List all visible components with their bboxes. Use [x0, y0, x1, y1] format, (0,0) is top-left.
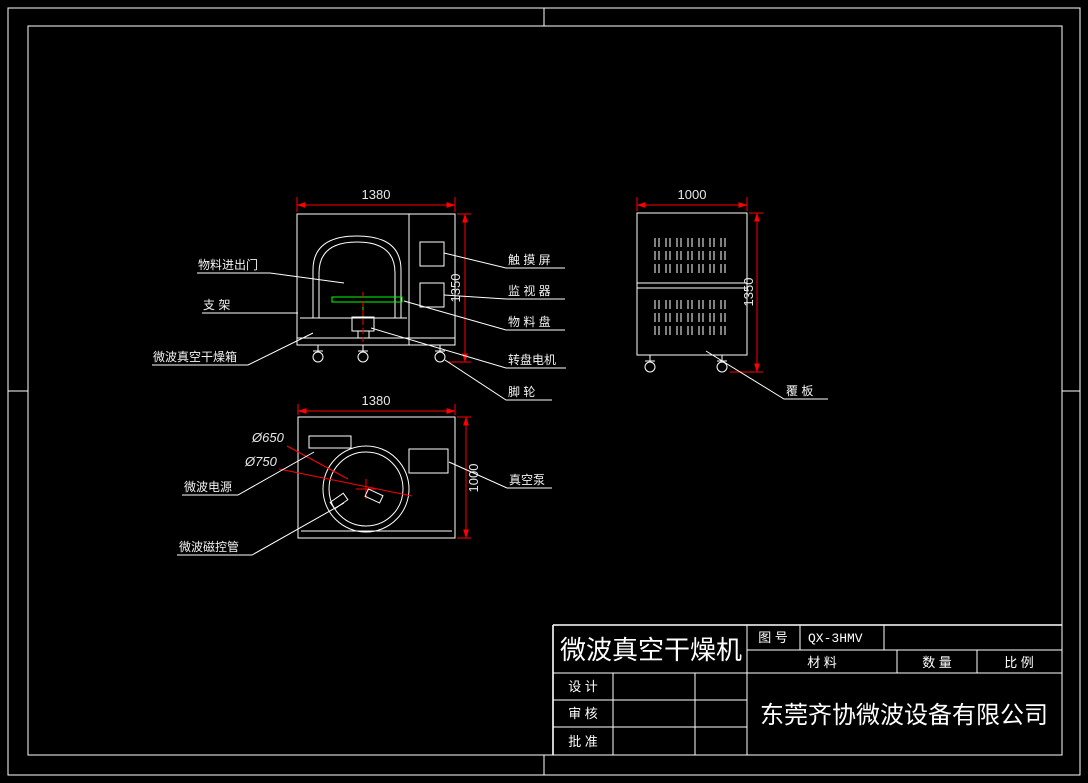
label-monitor: 监 视 器 [508, 283, 551, 298]
top-width-dimension: 1380 [297, 393, 456, 415]
caster-wheel [644, 354, 656, 373]
side-callouts: 覆 板 [705, 350, 828, 400]
label-microwave-power: 微波电源 [184, 480, 232, 494]
leader-door [197, 272, 345, 284]
leader-tray [403, 300, 565, 331]
material-tray [331, 296, 403, 303]
scale-label: 比 例 [1004, 655, 1034, 670]
magnetron-2 [364, 488, 384, 504]
label-caster: 脚 轮 [508, 384, 535, 399]
side-view: 1000 1350 覆 板 [636, 187, 828, 400]
leader-monitor [443, 294, 565, 300]
top-callouts: Ø650 Ø750 微波电源 微波磁控管 真空泵 [177, 430, 552, 556]
dim-top-width: 1380 [362, 393, 391, 408]
front-width-dimension: 1380 [296, 187, 456, 212]
label-touch-screen: 触 摸 屏 [508, 253, 551, 267]
monitor-screen [419, 282, 445, 308]
company-name: 东莞齐协微波设备有限公司 [760, 702, 1048, 729]
design-label: 设 计 [568, 679, 598, 694]
drawing-no-value: QX-3HMV [808, 631, 863, 646]
drawing-title: 微波真空干燥机 [560, 635, 742, 665]
magnetron-1 [329, 492, 349, 510]
leader-magnetron [177, 502, 345, 556]
caster-wheel [312, 344, 324, 363]
dim-front-height: 1350 [448, 274, 463, 303]
dim-front-width: 1380 [362, 187, 391, 202]
front-view: 1380 1350 物料进出门 支 架 微波真空干燥箱 触 摸 屏 监 视 器 … [152, 187, 566, 401]
vacuum-pump-unit [408, 448, 449, 474]
top-body-outline [297, 416, 456, 539]
leader-d750 [278, 468, 413, 497]
leader-box [152, 332, 314, 366]
quantity-label: 数 量 [922, 655, 952, 670]
label-cover-plate: 覆 板 [786, 384, 813, 398]
leader-cover-plate [705, 350, 828, 400]
dim-side-width: 1000 [678, 187, 707, 202]
label-vacuum-box: 微波真空干燥箱 [153, 349, 237, 364]
front-height-dimension: 1350 [448, 213, 471, 363]
leader-vacuum-pump [448, 461, 552, 489]
label-magnetron: 微波磁控管 [179, 539, 239, 554]
front-body-outline [296, 213, 456, 346]
approve-label: 批 准 [568, 734, 598, 749]
title-block: 微波真空干燥机 图 号 QX-3HMV 材 料 数 量 比 例 设 计 审 核 … [552, 624, 1062, 755]
side-body-outline [636, 212, 748, 356]
side-width-dimension: 1000 [636, 187, 748, 211]
door-arch-outer [312, 235, 402, 318]
dim-side-height: 1350 [741, 278, 756, 307]
front-callouts: 物料进出门 支 架 微波真空干燥箱 触 摸 屏 监 视 器 物 料 盘 转盘电机… [152, 252, 566, 401]
vent-slots-upper [654, 237, 726, 274]
leader-touch-screen [443, 252, 565, 269]
leader-d650 [286, 445, 349, 480]
microwave-power-unit [308, 435, 352, 449]
top-view: 1380 1000 Ø650 Ø750 微波电源 微波磁控管 真空泵 [177, 393, 552, 556]
review-label: 审 核 [568, 706, 598, 721]
label-support: 支 架 [203, 298, 230, 312]
dim-top-depth: 1000 [466, 464, 481, 493]
top-depth-dimension: 1000 [457, 416, 481, 539]
vent-slots-lower [654, 299, 726, 336]
leader-caster [444, 359, 552, 401]
chamber-circle-inner [328, 451, 404, 527]
touch-screen [419, 241, 445, 267]
sheet-border [7, 7, 1081, 776]
leader-microwave-power [182, 451, 315, 496]
material-label: 材 料 [807, 655, 837, 670]
label-diameter-750: Ø750 [244, 454, 278, 469]
label-diameter-650: Ø650 [251, 430, 285, 445]
drawing-no-label: 图 号 [758, 630, 788, 645]
door-arch-inner [318, 241, 396, 318]
leader-motor [370, 327, 566, 369]
caster-wheel [357, 344, 369, 363]
label-vacuum-pump: 真空泵 [509, 473, 545, 487]
chamber-circle-outer [322, 445, 410, 533]
label-turntable-motor: 转盘电机 [508, 352, 556, 367]
label-material-door: 物料进出门 [198, 257, 258, 272]
side-height-dimension: 1350 [730, 212, 763, 373]
label-tray: 物 料 盘 [508, 314, 551, 329]
